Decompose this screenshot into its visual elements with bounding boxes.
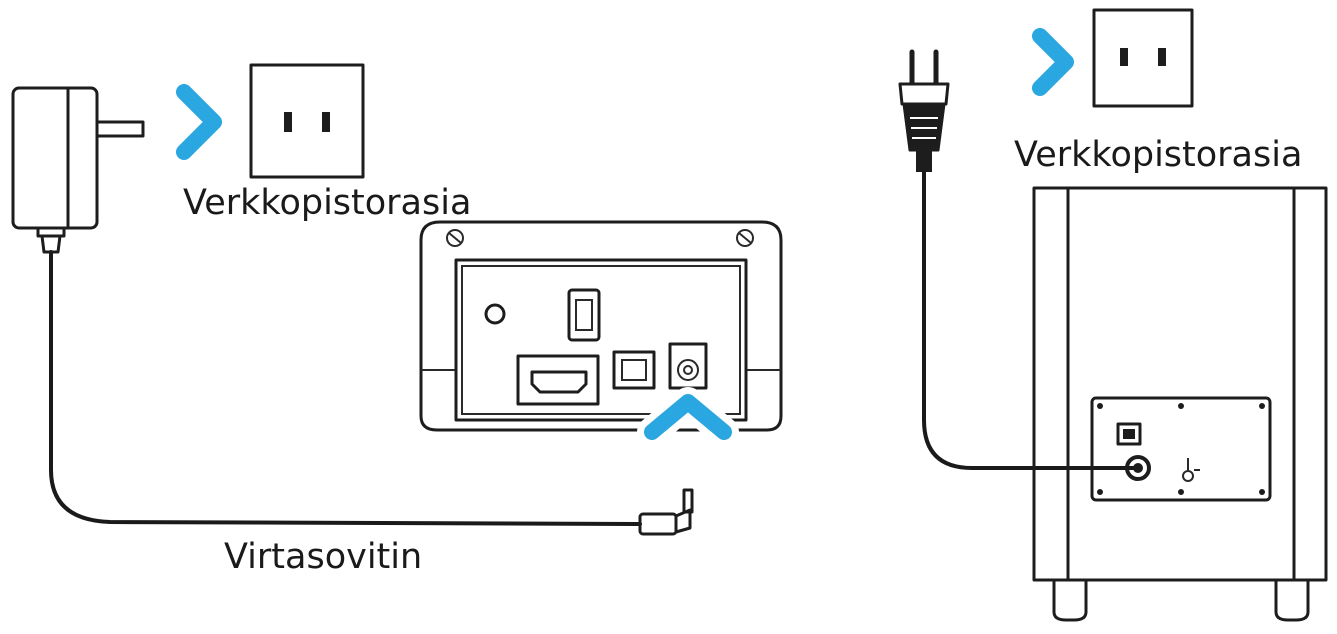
- dc-connector: [638, 488, 694, 536]
- outlet-label-right: Verkkopistorasia: [1014, 135, 1303, 175]
- wall-outlet-icon: [249, 63, 365, 179]
- chevron-right-icon: [176, 84, 222, 160]
- plug-cable: [922, 170, 1138, 470]
- adapter-cable: [49, 250, 642, 526]
- outlet-label-left: Verkkopistorasia: [183, 183, 472, 223]
- eu-plug-icon: [898, 49, 950, 172]
- adapter-label: Virtasovitin: [224, 537, 423, 577]
- wall-outlet-icon: [1092, 8, 1194, 108]
- chevron-up-icon: [644, 394, 732, 440]
- power-adapter-icon: [11, 86, 145, 254]
- soundbar-rear-panel: [419, 220, 783, 432]
- chevron-right-icon: [1032, 28, 1074, 96]
- subwoofer-rear-view: [1032, 186, 1328, 622]
